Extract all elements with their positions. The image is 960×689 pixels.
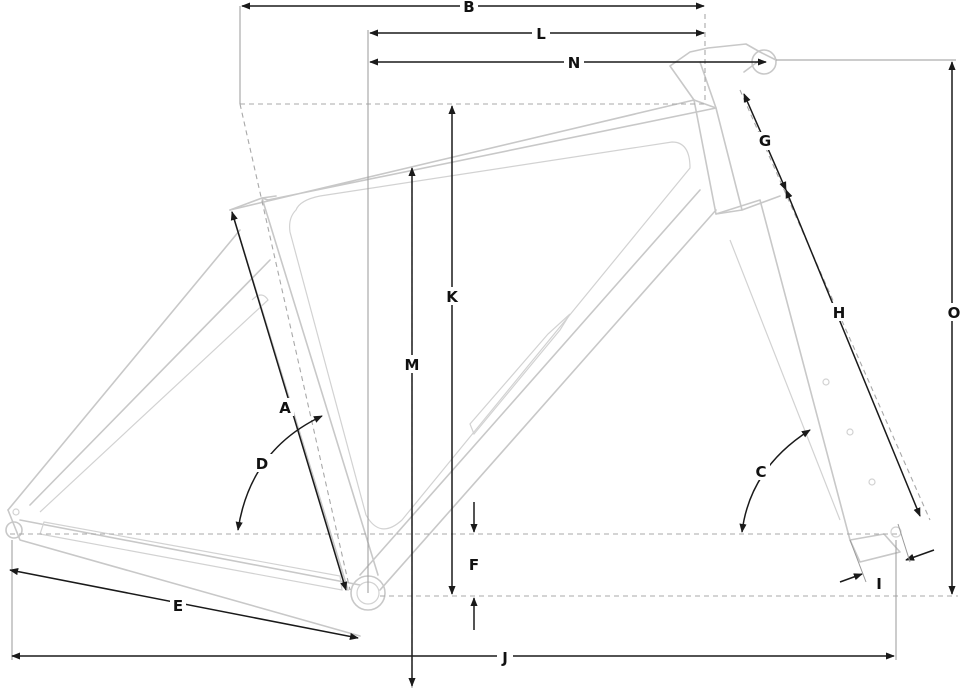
ext-i xyxy=(849,539,867,583)
label-e: E xyxy=(173,597,183,615)
label-d: D xyxy=(256,455,268,473)
label-m: M xyxy=(405,356,420,374)
extension-lines xyxy=(11,6,956,660)
seat-stay-inner xyxy=(39,294,269,513)
label-n: N xyxy=(568,54,581,72)
label-k: K xyxy=(446,288,459,306)
reference-lines xyxy=(10,14,958,689)
label-f: F xyxy=(469,556,479,574)
fork-boss-3 xyxy=(868,478,876,486)
label-c: C xyxy=(755,463,766,481)
label-i: I xyxy=(876,575,882,593)
label-b: B xyxy=(463,0,474,16)
label-j: J xyxy=(501,649,508,667)
seat-angle-ref xyxy=(239,103,351,591)
head-tube xyxy=(693,99,743,215)
bottle-boss xyxy=(469,313,571,436)
seat-post xyxy=(229,195,277,211)
dim-d-arc xyxy=(235,415,323,531)
rear-dropout-hole xyxy=(12,508,20,516)
label-l: L xyxy=(536,25,546,43)
fork xyxy=(715,195,901,563)
rear-dropout xyxy=(5,521,23,539)
label-a: A xyxy=(279,399,291,417)
fork-boss-2 xyxy=(846,428,854,436)
seat-stay xyxy=(7,229,271,511)
down-tube xyxy=(359,189,717,591)
fork-boss-1 xyxy=(822,378,830,386)
label-g: G xyxy=(759,132,771,150)
dim-c-arc xyxy=(739,429,811,533)
seat-tube xyxy=(231,197,379,591)
ext-i-2 xyxy=(897,523,911,563)
top-tube xyxy=(229,99,717,211)
dim-h xyxy=(785,189,921,517)
chain-stay xyxy=(7,509,361,637)
stem xyxy=(669,43,777,109)
main-triangle-inner xyxy=(289,141,691,530)
label-o: O xyxy=(948,304,960,322)
label-h: H xyxy=(833,304,846,322)
dim-i-left xyxy=(839,573,863,583)
dim-i-right xyxy=(905,549,935,561)
dimension-labels: B L N A D K M G H O C F E I J xyxy=(170,0,960,667)
dimension-lines xyxy=(9,2,956,687)
